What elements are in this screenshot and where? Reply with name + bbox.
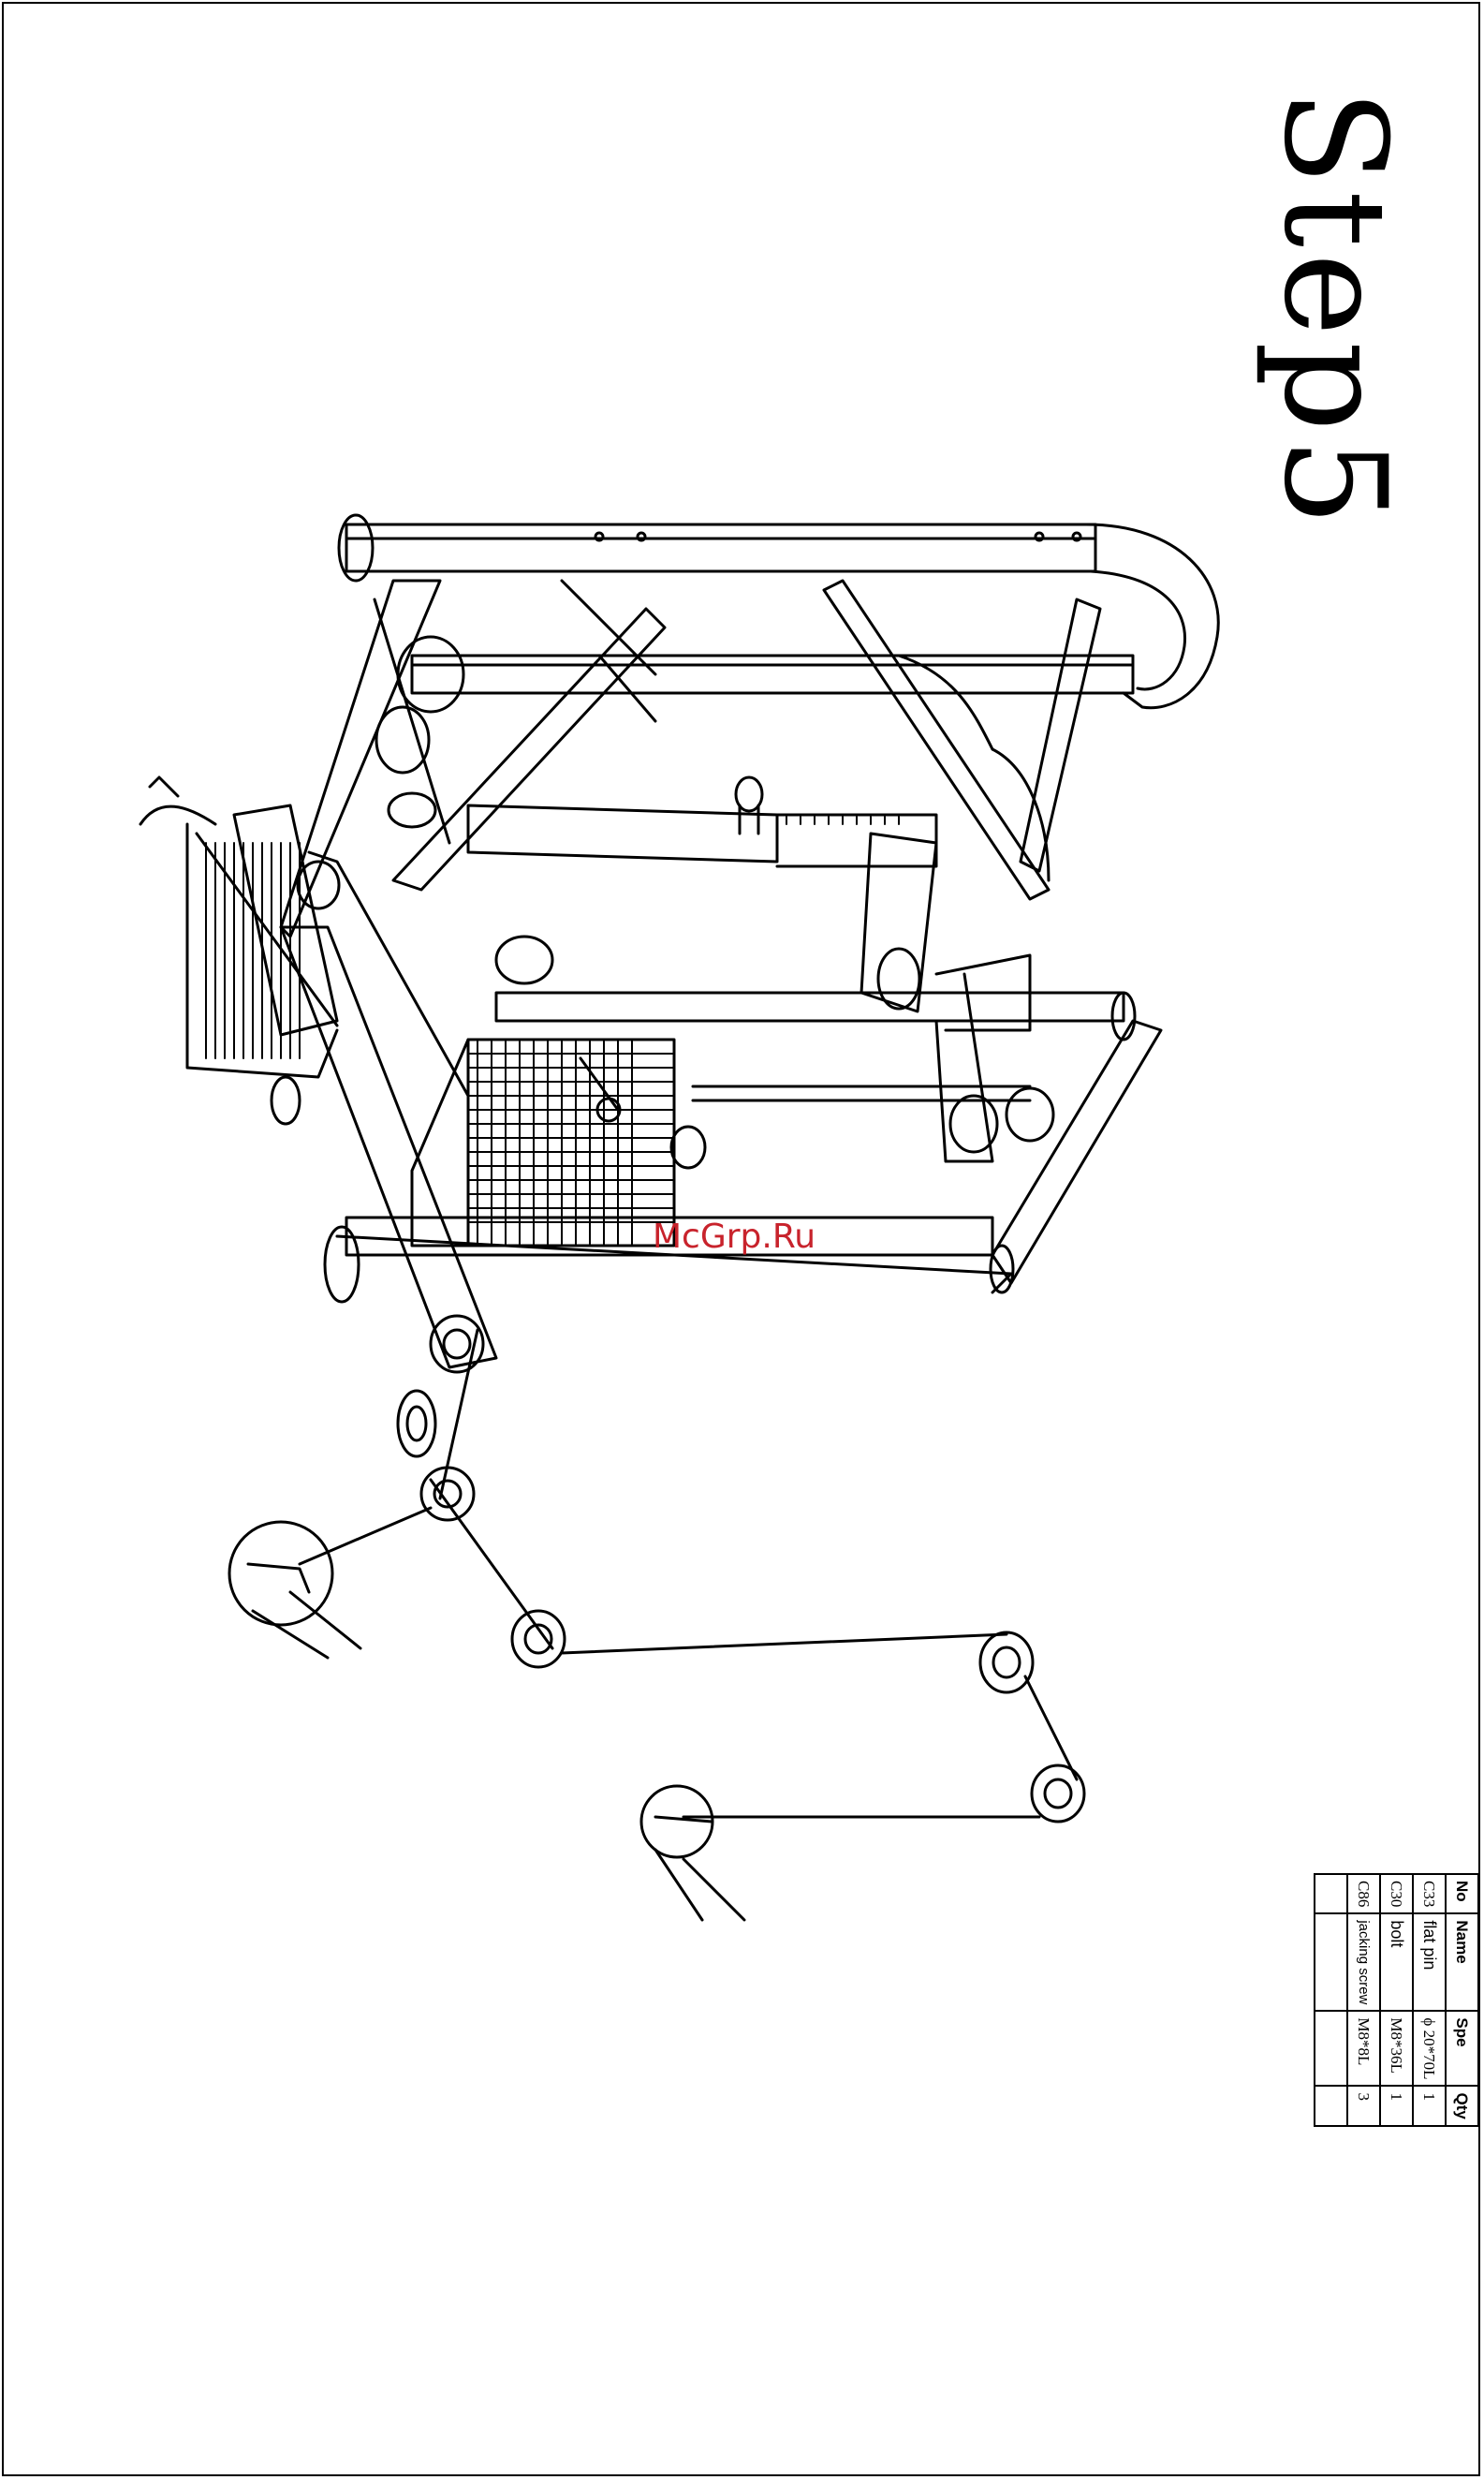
detail-callouts <box>229 1522 744 1920</box>
part-spe: M8*8L <box>1347 2011 1380 2086</box>
watermark-text: McGrp.Ru <box>653 1218 815 1256</box>
upper-cross-bar <box>412 656 1133 693</box>
part-no: C30 <box>1380 1874 1413 1913</box>
header-qty: Qty <box>1446 2086 1478 2125</box>
table-row: C86 jacking screw M8*8L 3 <box>1347 1874 1380 2126</box>
adjustment-tube <box>468 777 936 866</box>
header-spe: Spe <box>1446 2011 1478 2086</box>
part-name: jacking screw <box>1347 1913 1380 2011</box>
part-name: bolt <box>1380 1913 1413 2011</box>
part-spe <box>1315 2011 1347 2086</box>
part-qty: 3 <box>1347 2086 1380 2125</box>
weight-stack <box>412 1040 674 1246</box>
parts-table: No Name Spe Qty C33 flat pin ϕ 20*70L 1 … <box>1314 1873 1479 2127</box>
table-row: C30 bolt M8*36L 1 <box>1380 1874 1413 2126</box>
part-no <box>1315 1874 1347 1913</box>
right-brace <box>824 581 1100 899</box>
top-frame-bar <box>339 515 1218 708</box>
part-spe: ϕ 20*70L <box>1413 2011 1446 2086</box>
part-qty: 1 <box>1380 2086 1413 2125</box>
diagonal-brace <box>393 581 665 890</box>
part-qty <box>1315 2086 1347 2125</box>
part-spe: M8*36L <box>1380 2011 1413 2086</box>
part-name <box>1315 1913 1347 2011</box>
parts-table-header-row: No Name Spe Qty <box>1446 1874 1478 2126</box>
table-row <box>1315 1874 1347 2126</box>
cable-path <box>300 1316 1084 1822</box>
foot-plate <box>140 777 339 1124</box>
table-row: C33 flat pin ϕ 20*70L 1 <box>1413 1874 1446 2126</box>
part-qty: 1 <box>1413 2086 1446 2125</box>
header-no: No <box>1446 1874 1478 1913</box>
header-name: Name <box>1446 1913 1478 2011</box>
left-frame-posts <box>281 581 496 1367</box>
part-no: C33 <box>1413 1874 1446 1913</box>
part-no: C86 <box>1347 1874 1380 1913</box>
part-name: flat pin <box>1413 1913 1446 2011</box>
